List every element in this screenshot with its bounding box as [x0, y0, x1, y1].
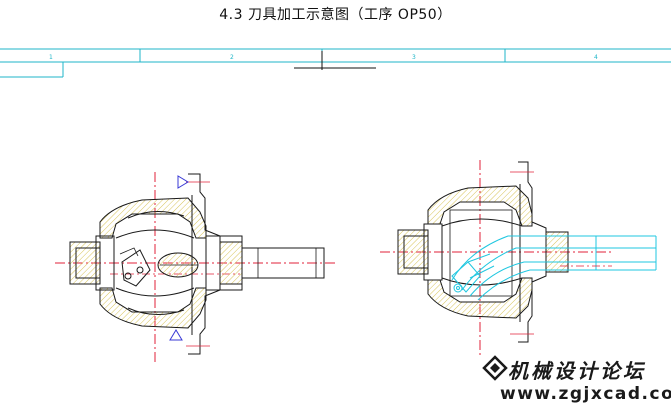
watermark-forum-name: 机械设计论坛	[508, 359, 646, 383]
boring-tool	[451, 235, 657, 301]
zone-label-1: 1	[49, 54, 53, 61]
right-part-view	[380, 160, 657, 355]
zone-label-3: 3	[412, 54, 416, 61]
forum-logo-icon	[482, 355, 508, 381]
zone-label-4: 4	[594, 54, 598, 61]
watermark-url: www.zgjxcad.com	[500, 384, 671, 404]
left-part-view	[55, 172, 335, 362]
drawing-title: 4.3 刀具加工示意图（工序 OP50）	[219, 7, 452, 23]
locating-triangle-top	[177, 175, 189, 189]
zone-label-2: 2	[230, 54, 234, 61]
locating-triangle-bottom	[169, 329, 183, 341]
drawing-frame: 1 2 3 4	[0, 48, 671, 78]
